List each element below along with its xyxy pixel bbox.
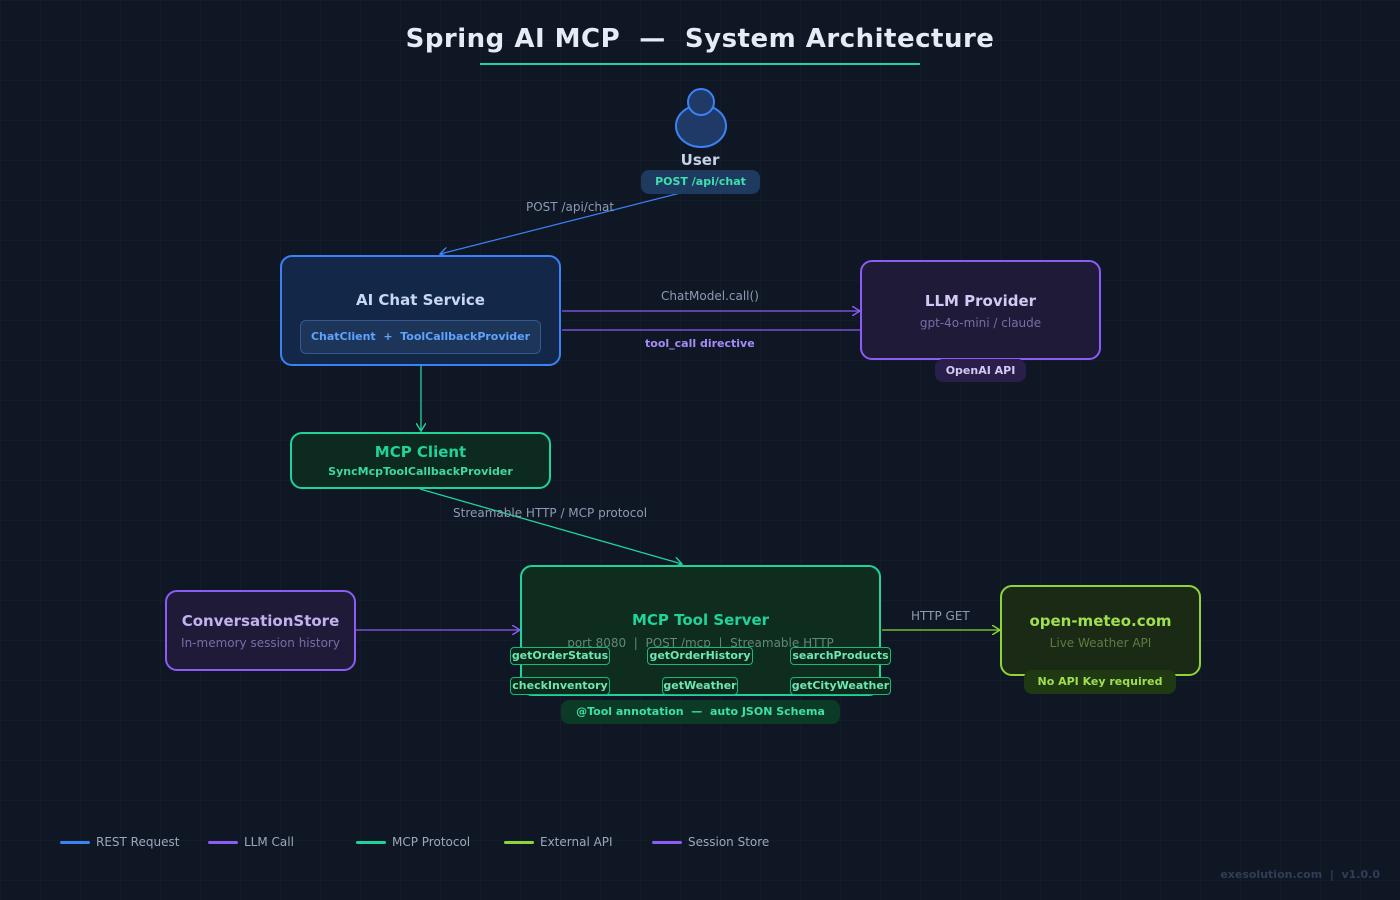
title-underline	[480, 63, 920, 65]
legend-rest-request: REST Request	[60, 835, 179, 849]
legend-external-api: External API	[504, 835, 613, 849]
mcp-tool-server-subtitle: port 8080 | POST /mcp | Streamable HTTP	[567, 636, 834, 650]
llm-provider-title: LLM Provider	[924, 292, 1037, 310]
footer-credit: exesolution.com | v1.0.0	[1220, 868, 1380, 881]
diagram-title: Spring AI MCP — System Architecture	[405, 24, 995, 54]
no-api-key-badge: No API Key required	[1024, 670, 1176, 694]
legend-llm-call: LLM Call	[208, 835, 294, 849]
conversation-store-subtitle: In-memory session history	[181, 636, 340, 650]
ai-chat-service-title: AI Chat Service	[356, 291, 485, 309]
edge-label-tool-call: tool_call directive	[645, 337, 755, 350]
mcp-client-title: MCP Client	[374, 443, 467, 461]
edge-client-to-server	[419, 488, 682, 564]
tool-get-city-weather[interactable]: getCityWeather	[790, 677, 891, 695]
mcp-tool-server-node[interactable]: MCP Tool Server port 8080 | POST /mcp | …	[520, 565, 881, 696]
ai-chat-service-node[interactable]: AI Chat Service ChatClient + ToolCallbac…	[280, 255, 561, 366]
open-meteo-node[interactable]: open-meteo.com Live Weather API	[1000, 585, 1201, 676]
llm-openai-badge: OpenAI API	[935, 359, 1026, 382]
mcp-tool-server-title: MCP Tool Server	[631, 611, 770, 629]
user-endpoint-badge: POST /api/chat	[641, 170, 760, 194]
legend-swatch	[356, 840, 386, 844]
legend-session-store: Session Store	[652, 835, 769, 849]
user-icon	[674, 88, 728, 150]
tool-check-inventory[interactable]: checkInventory	[510, 677, 610, 695]
legend-label: Session Store	[688, 835, 770, 849]
edge-label-mcp-protocol: Streamable HTTP / MCP protocol	[453, 506, 648, 520]
llm-provider-node[interactable]: LLM Provider gpt-4o-mini / claude	[860, 260, 1101, 360]
legend-label: LLM Call	[244, 835, 294, 849]
tool-get-order-status[interactable]: getOrderStatus	[510, 647, 610, 665]
legend-swatch	[60, 840, 90, 844]
tool-search-products[interactable]: searchProducts	[790, 647, 891, 665]
edge-label-chatmodel-call: ChatModel.call()	[661, 289, 759, 303]
tool-annotation-badge: @Tool annotation — auto JSON Schema	[561, 700, 840, 724]
mcp-client-node[interactable]: MCP Client SyncMcpToolCallbackProvider	[290, 432, 551, 489]
legend-label: MCP Protocol	[392, 835, 471, 849]
tool-get-weather[interactable]: getWeather	[662, 677, 738, 695]
edge-label-http-get: HTTP GET	[911, 609, 970, 623]
edge-label-post-api-chat: POST /api/chat	[526, 200, 615, 214]
open-meteo-title: open-meteo.com	[1029, 612, 1172, 630]
legend-mcp-protocol: MCP Protocol	[356, 835, 470, 849]
edge-user-to-chat	[440, 187, 701, 254]
ai-chat-service-inner: ChatClient + ToolCallbackProvider	[300, 320, 541, 354]
mcp-client-subtitle: SyncMcpToolCallbackProvider	[328, 465, 513, 478]
open-meteo-subtitle: Live Weather API	[1049, 636, 1152, 650]
legend-swatch	[652, 840, 682, 844]
legend-swatch	[208, 840, 238, 844]
conversation-store-node[interactable]: ConversationStore In-memory session hist…	[165, 590, 356, 671]
legend-label: REST Request	[96, 835, 180, 849]
conversation-store-title: ConversationStore	[181, 612, 340, 630]
legend-label: External API	[540, 835, 613, 849]
llm-provider-subtitle: gpt-4o-mini / claude	[919, 316, 1042, 330]
user-label: User	[680, 151, 720, 169]
legend-swatch	[504, 840, 534, 844]
tool-get-order-history[interactable]: getOrderHistory	[647, 647, 753, 665]
